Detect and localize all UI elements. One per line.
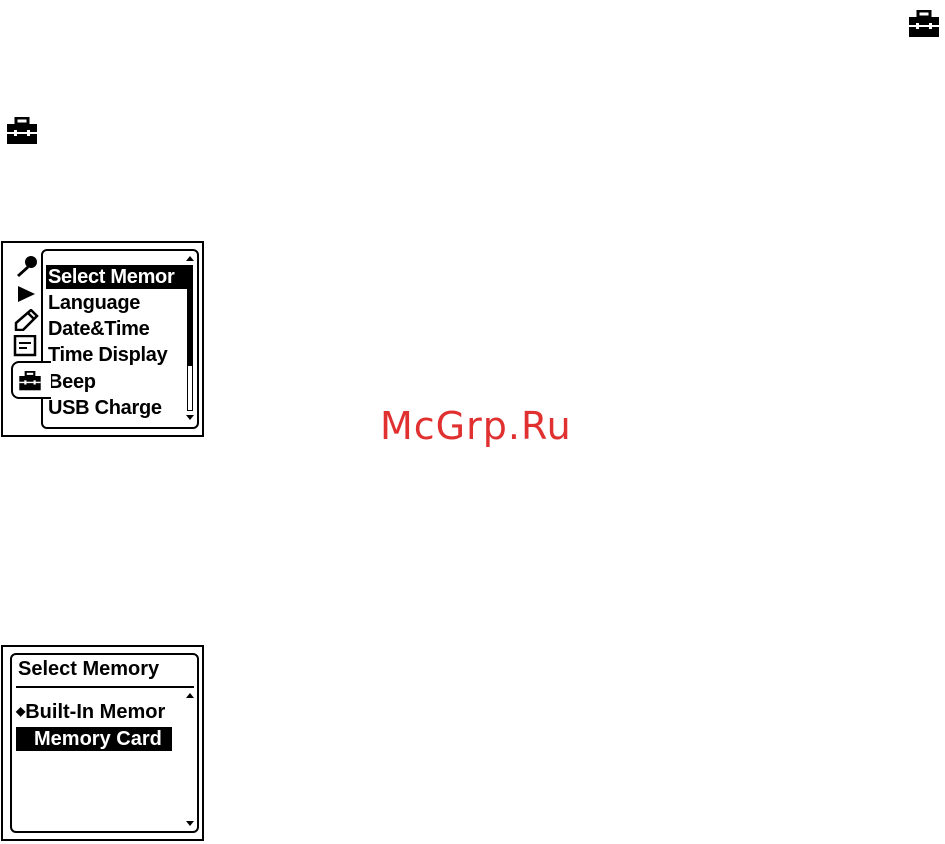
menu-tabs xyxy=(3,243,43,435)
menu-item-beep[interactable]: Beep xyxy=(48,370,96,394)
select-memory-screen: Select Memory ◆Built-In Memor Memory Car… xyxy=(1,645,204,841)
microphone-icon[interactable] xyxy=(13,255,39,277)
current-marker-icon: ◆ xyxy=(16,704,25,718)
tab-settings[interactable] xyxy=(11,361,51,399)
play-icon[interactable] xyxy=(13,283,39,305)
menu-item-language[interactable]: Language xyxy=(48,291,140,315)
toolbox-icon xyxy=(6,117,38,145)
option-label: Built-In Memor xyxy=(25,701,165,723)
settings-menu-screen: Select Memor Language Date&Time Time Dis… xyxy=(1,241,204,437)
menu-item-select-memory[interactable]: Select Memor xyxy=(46,265,188,289)
scroll-down-arrow[interactable] xyxy=(186,821,194,826)
scrollbar-thumb[interactable] xyxy=(188,266,192,366)
menu-item-time-display[interactable]: Time Display xyxy=(48,343,167,367)
display-icon[interactable] xyxy=(13,335,39,357)
scroll-down-arrow[interactable] xyxy=(186,415,194,420)
header-divider xyxy=(16,686,194,688)
menu-item-date-time[interactable]: Date&Time xyxy=(48,317,149,341)
scroll-up-arrow[interactable] xyxy=(186,256,194,261)
page-title: Select Memory xyxy=(18,657,159,681)
scrollbar[interactable] xyxy=(187,265,193,411)
settings-menu-list: Select Memor Language Date&Time Time Dis… xyxy=(41,249,199,429)
option-built-in-memory[interactable]: ◆Built-In Memor xyxy=(16,699,165,724)
watermark-text: McGrp.Ru xyxy=(380,404,572,448)
toolbox-icon xyxy=(908,10,940,38)
pencil-icon[interactable] xyxy=(13,309,39,331)
option-memory-card[interactable]: Memory Card xyxy=(16,727,172,751)
select-memory-panel: Select Memory ◆Built-In Memor Memory Car… xyxy=(10,653,199,833)
toolbox-icon xyxy=(17,371,43,391)
scroll-up-arrow[interactable] xyxy=(186,693,194,698)
menu-item-usb-charge[interactable]: USB Charge xyxy=(48,396,162,420)
